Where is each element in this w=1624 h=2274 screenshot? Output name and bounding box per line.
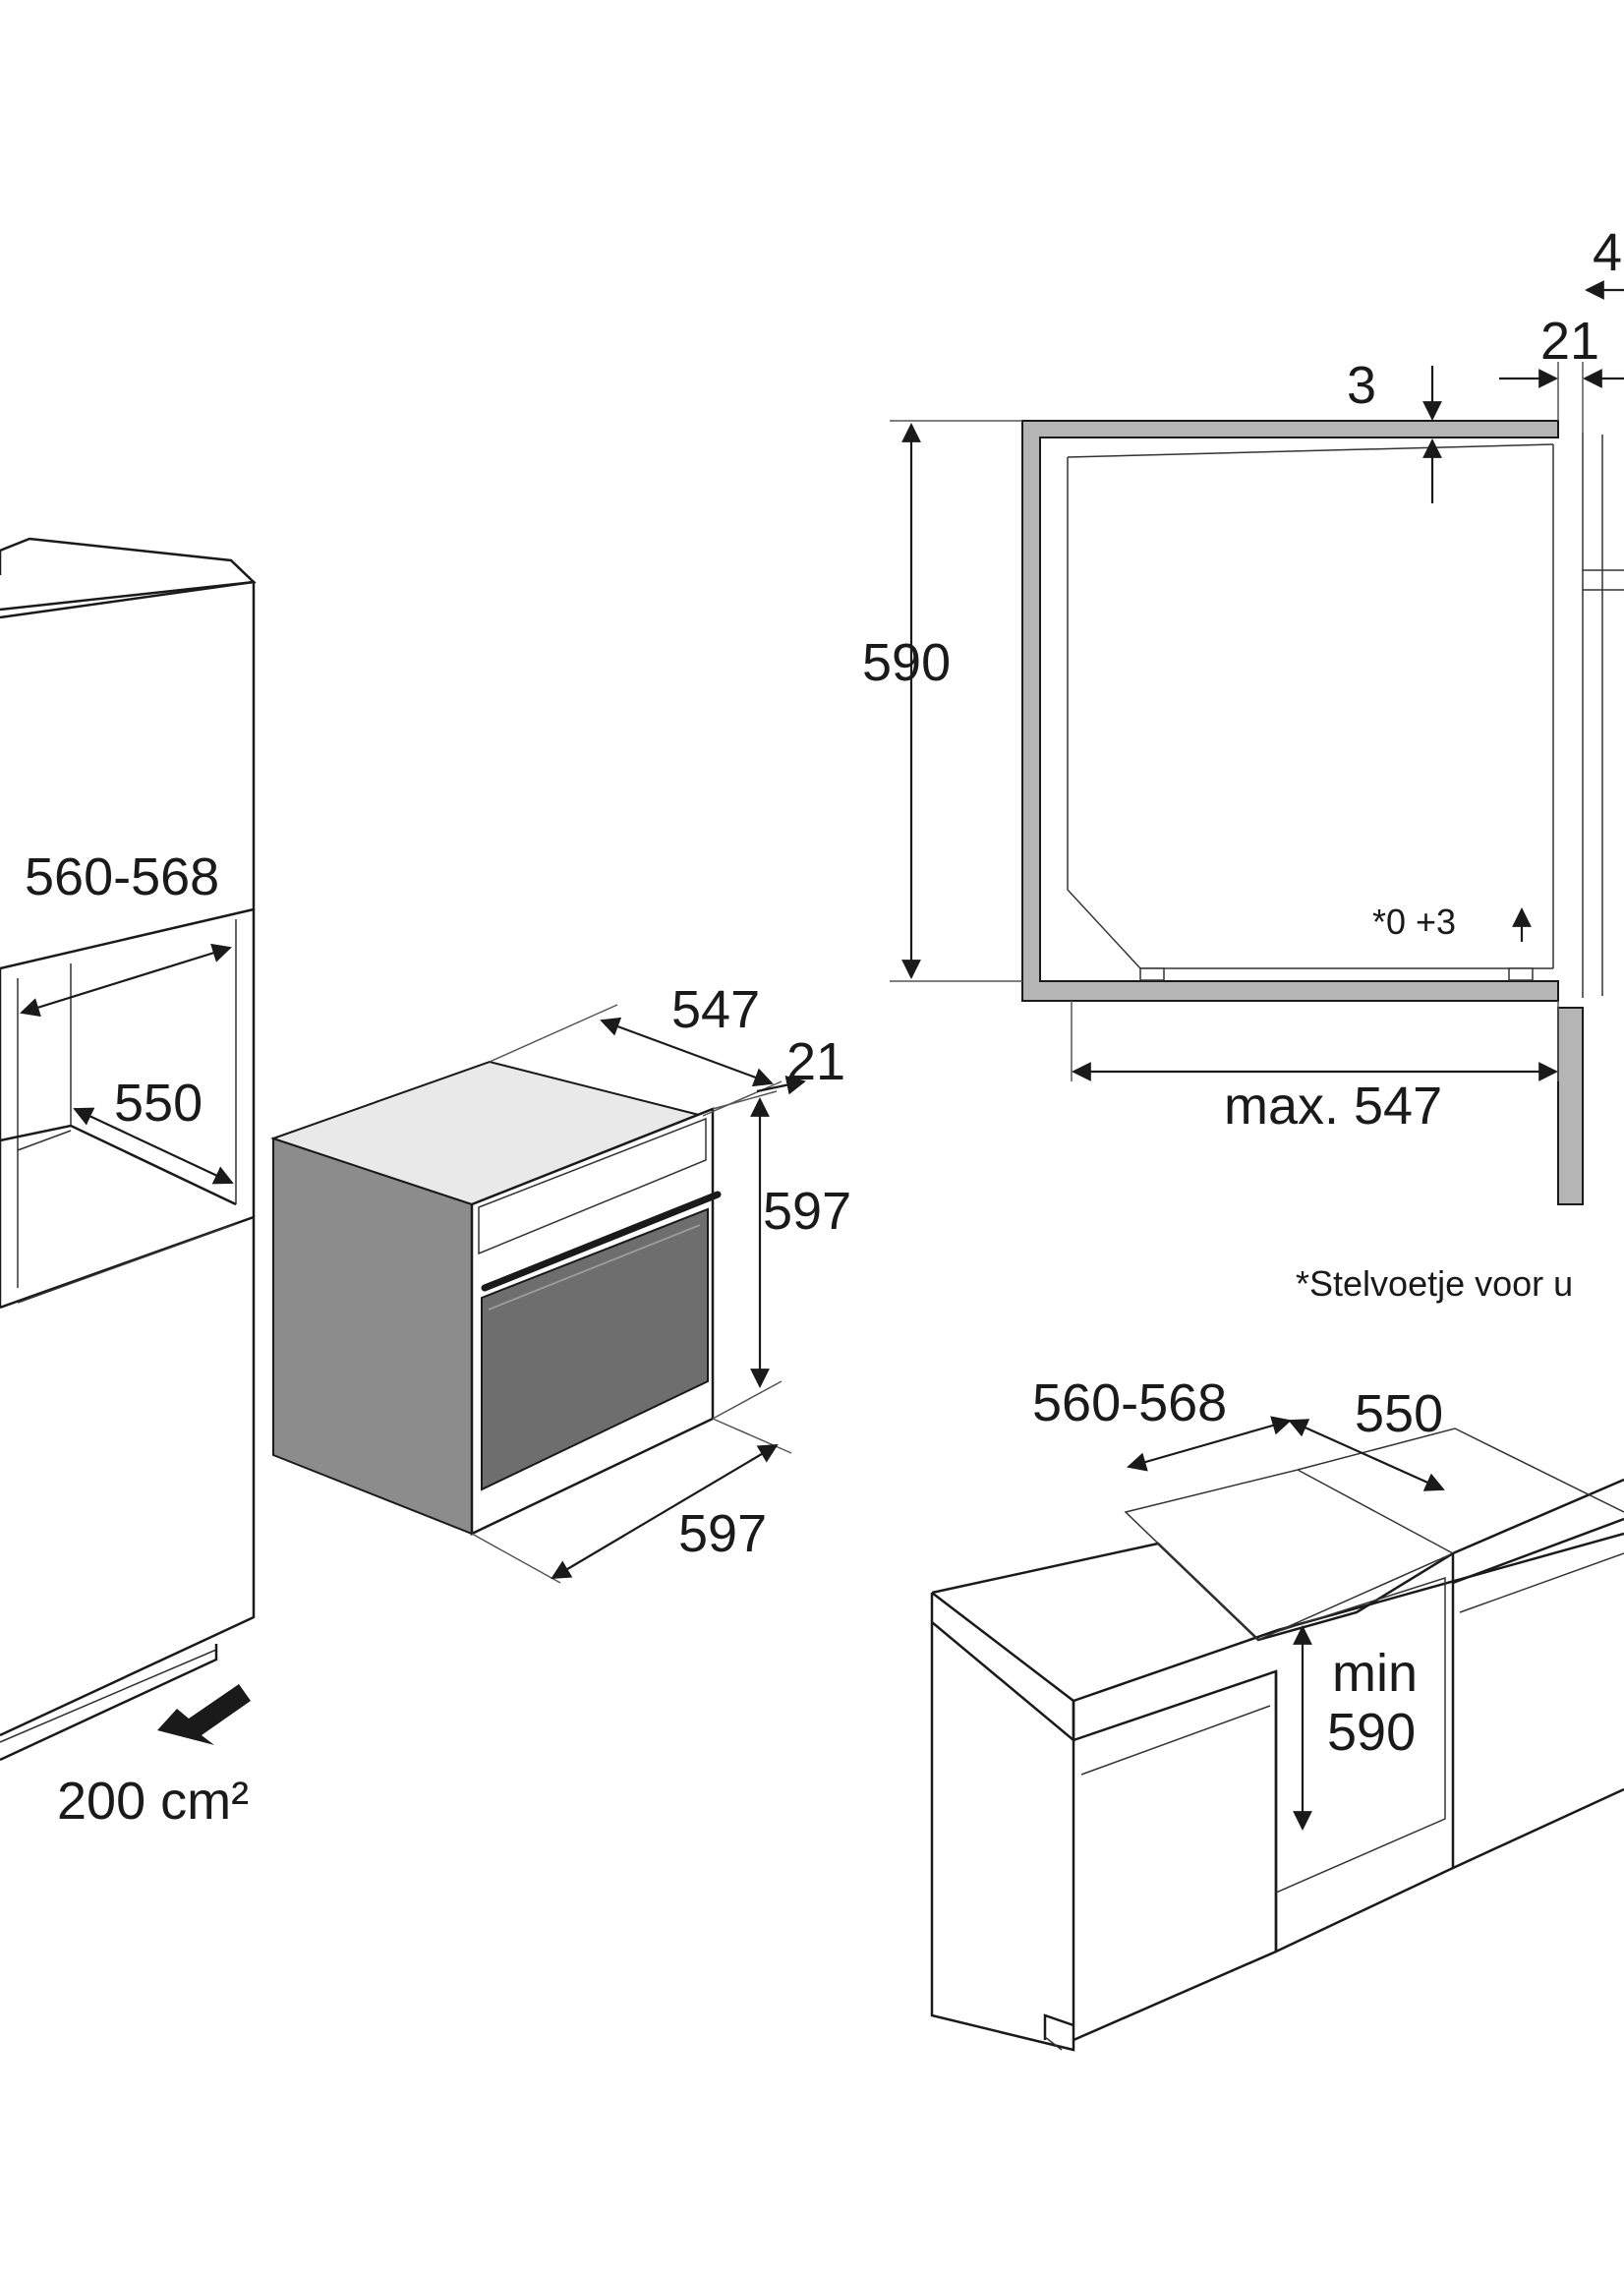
tall-cabinet-depth-dimension: 550 bbox=[73, 1074, 234, 1185]
under-counter-min-label: min bbox=[1332, 1644, 1418, 1703]
footnote: *Stelvoetje voor u bbox=[1296, 1263, 1573, 1304]
under-counter-depth-label: 550 bbox=[1355, 1384, 1443, 1443]
oven-height-label: 597 bbox=[763, 1182, 851, 1241]
tall-cabinet-drawing bbox=[0, 537, 257, 1762]
ventilation-label: 200 cm² bbox=[57, 1772, 249, 1831]
under-counter-height-dimension: min 590 bbox=[1293, 1625, 1418, 1831]
side-top-gap-dimension: 3 bbox=[1347, 356, 1442, 503]
side-top-offset-label: 4 bbox=[1593, 223, 1622, 282]
tall-cabinet-width-label: 560-568 bbox=[25, 847, 219, 906]
side-top-offset-dimension: 4 bbox=[1585, 223, 1624, 300]
ventilation-arrow-icon bbox=[157, 1684, 251, 1745]
ventilation-indicator: 200 cm² bbox=[57, 1684, 251, 1831]
oven-width-label: 597 bbox=[678, 1504, 767, 1563]
side-depth-dimension: max. 547 bbox=[1071, 1001, 1559, 1136]
side-niche-height-label: 590 bbox=[862, 633, 951, 692]
side-front-thickness-label: 21 bbox=[1540, 312, 1599, 371]
under-counter-depth-dimension: 550 bbox=[1288, 1384, 1445, 1491]
oven-front-thickness-dimension: 21 bbox=[756, 1032, 845, 1095]
side-foot-adjust-dimension: *0 +3 bbox=[1372, 902, 1532, 942]
under-counter-width-label: 560-568 bbox=[1032, 1373, 1227, 1432]
tall-cabinet-width-dimension: 560-568 bbox=[20, 847, 232, 1018]
oven-drawing bbox=[269, 1060, 722, 1536]
side-front-thickness-dimension: 21 bbox=[1499, 312, 1624, 433]
side-section-drawing bbox=[1021, 420, 1624, 1205]
oven-height-dimension: 597 bbox=[712, 1090, 851, 1420]
oven-front-thickness-label: 21 bbox=[786, 1032, 845, 1091]
oven-depth-dimension: 547 bbox=[489, 980, 783, 1117]
side-depth-label: max. 547 bbox=[1224, 1077, 1442, 1136]
oven-depth-label: 547 bbox=[671, 980, 760, 1039]
side-foot-adjust-label: *0 +3 bbox=[1372, 902, 1456, 942]
tall-cabinet-depth-label: 550 bbox=[114, 1074, 203, 1133]
oven-width-dimension: 597 bbox=[471, 1418, 792, 1584]
under-counter-width-dimension: 560-568 bbox=[1032, 1373, 1292, 1472]
side-niche-height-dimension: 590 bbox=[862, 420, 1022, 982]
under-counter-height-label: 590 bbox=[1327, 1703, 1416, 1762]
side-top-gap-label: 3 bbox=[1347, 356, 1376, 415]
under-counter-drawing bbox=[930, 1428, 1624, 2052]
